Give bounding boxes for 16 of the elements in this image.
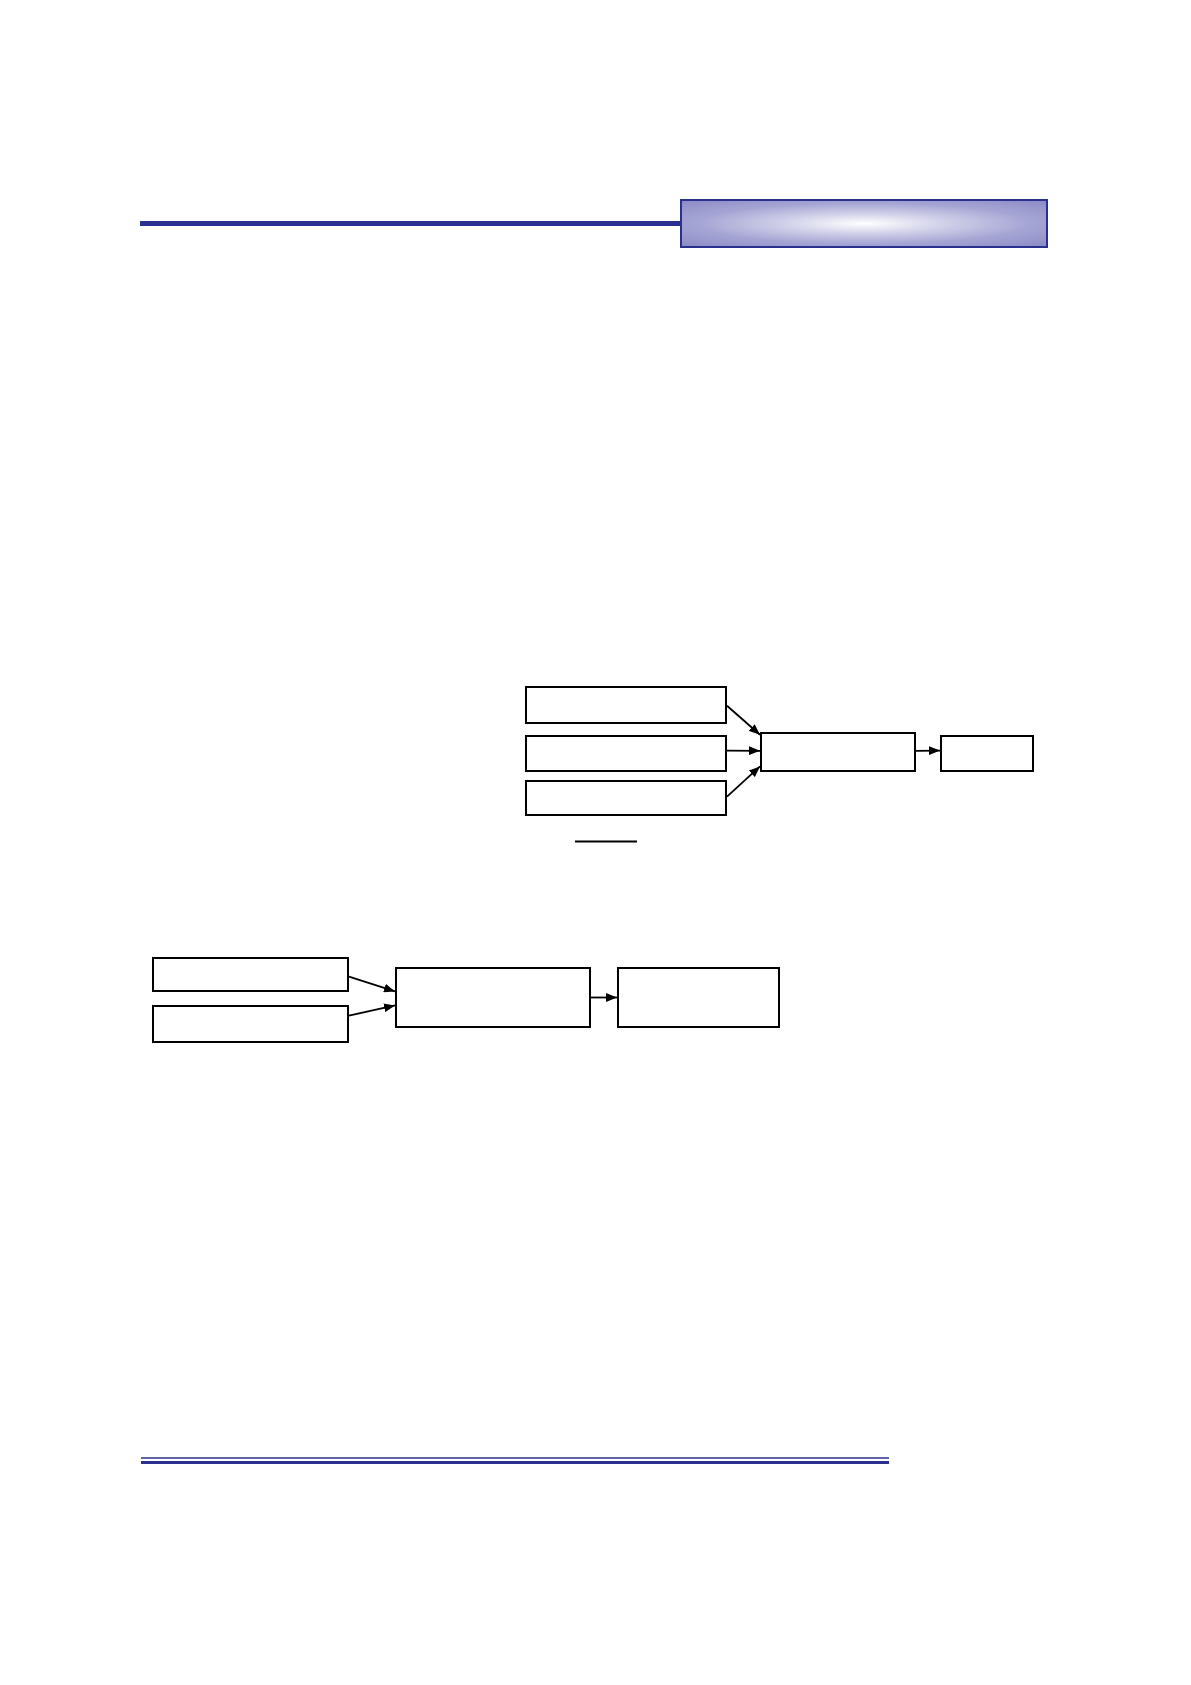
empty-box — [525, 735, 727, 772]
arrow — [915, 746, 941, 756]
empty-box — [525, 686, 727, 724]
arrow — [726, 704, 761, 736]
empty-box — [940, 735, 1034, 772]
empty-box — [395, 967, 591, 1028]
empty-box — [152, 957, 349, 992]
arrow — [726, 746, 761, 756]
arrow — [348, 975, 396, 993]
empty-box — [617, 967, 780, 1028]
empty-box — [760, 732, 916, 772]
arrow — [590, 993, 618, 1002]
arrow — [348, 1003, 396, 1017]
empty-box — [525, 780, 727, 816]
arrow — [726, 765, 761, 798]
empty-box — [152, 1005, 349, 1043]
